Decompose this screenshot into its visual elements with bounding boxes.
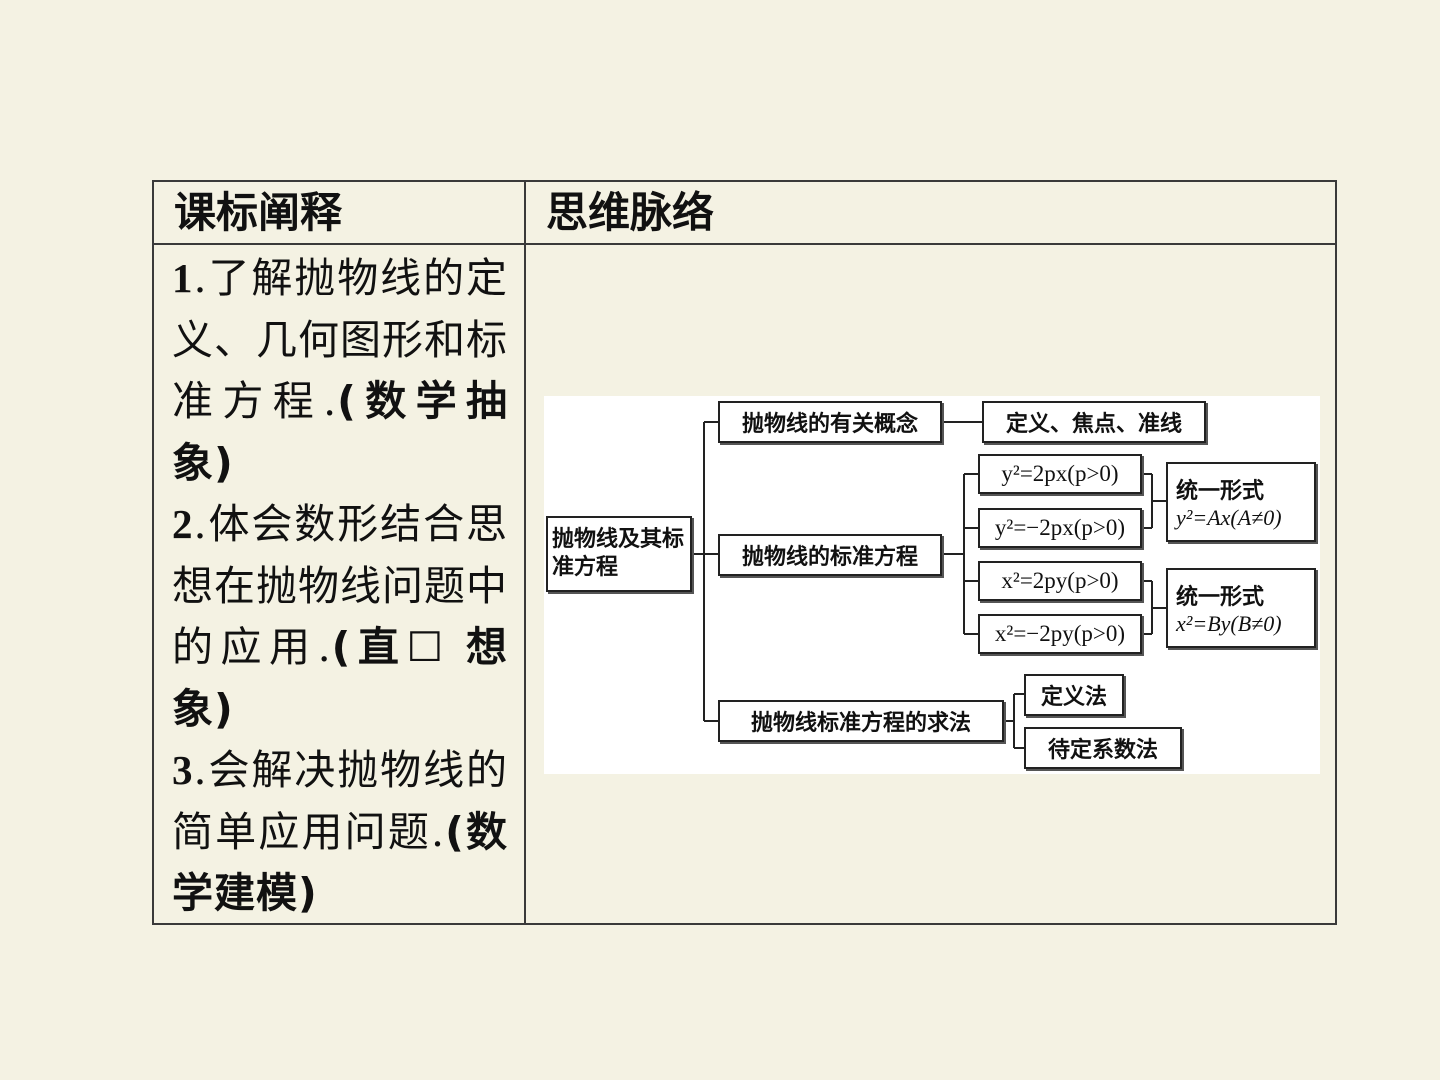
equation-branch-node: 抛物线的标准方程 [718,534,942,576]
objective-number: 3 [172,747,194,793]
objective-text: .会解决抛物线的简单应用问题. [172,746,508,856]
unified-form-node-1: 统一形式 y²=Ax(A≠0) [1166,462,1316,542]
equation-node-1: y²=2px(p>0) [978,454,1142,494]
objective-tag: (数学建模) [172,807,508,918]
header-divider [154,243,1335,245]
column-divider [524,182,526,923]
unified-form-formula: x²=By(B≠0) [1176,611,1282,636]
objectives-list: 1.了解抛物线的定义、几何图形和标准方程.(数学抽象) 2.体会数形结合思想在抛… [172,248,508,925]
objective-number: 1 [172,255,194,301]
objective-item-1: 1.了解抛物线的定义、几何图形和标准方程.(数学抽象) [172,248,508,494]
concept-leaf-node: 定义、焦点、准线 [982,401,1206,443]
method-leaf-undetermined: 待定系数法 [1024,727,1182,769]
objective-item-3: 3.会解决抛物线的简单应用问题.(数学建模) [172,740,508,925]
mind-map-connectors [692,421,1166,749]
objective-number: 2 [172,501,194,547]
header-curriculum: 课标阐释 [174,188,343,237]
objective-tag: (直☐ 想象) [172,623,508,733]
unified-form-formula: y²=Ax(A≠0) [1176,505,1282,530]
root-node: 抛物线及其标准方程 [546,516,692,592]
unified-form-node-2: 统一形式 x²=By(B≠0) [1166,568,1316,648]
mind-map-diagram: 抛物线及其标准方程 抛物线的有关概念 定义、焦点、准线 抛物线的标准方程 y²=… [544,396,1320,774]
objectives-table: 课标阐释 思维脉络 1.了解抛物线的定义、几何图形和标准方程.(数学抽象) 2.… [152,180,1337,925]
header-mind-map: 思维脉络 [546,188,715,237]
method-branch-node: 抛物线标准方程的求法 [718,700,1004,742]
objective-tag: (数学抽象) [172,377,508,487]
equation-node-4: x²=−2py(p>0) [978,614,1142,654]
objective-item-2: 2.体会数形结合思想在抛物线问题中的应用.(直☐ 想象) [172,494,508,740]
equation-node-2: y²=−2px(p>0) [978,508,1142,548]
objective-text: .体会数形结合思想在抛物线问题中的应用. [172,500,508,671]
unified-form-title: 统一形式 [1176,479,1265,504]
method-leaf-definition: 定义法 [1024,674,1124,716]
concept-branch-node: 抛物线的有关概念 [718,401,942,443]
unified-form-title: 统一形式 [1176,585,1265,610]
objective-text: .了解抛物线的定义、几何图形和标准方程. [172,254,508,425]
equation-node-3: x²=2py(p>0) [978,561,1142,601]
